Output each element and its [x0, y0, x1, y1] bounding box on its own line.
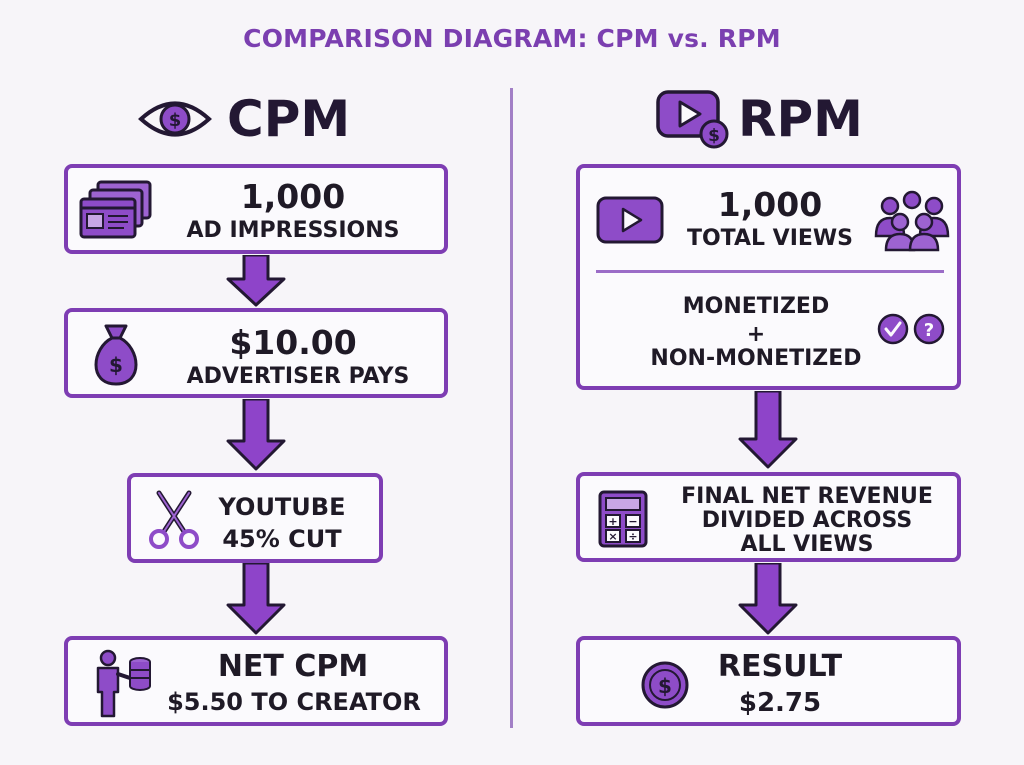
scissors-icon — [149, 490, 199, 549]
youtube-label: YOUTUBE — [218, 493, 346, 521]
result-box: $ RESULT $2.75 — [576, 636, 961, 726]
cpm-arrow-2 — [226, 399, 286, 471]
net-revenue-box: + − × ÷ FINAL NET REVENUE DIVIDED ACROSS… — [576, 472, 961, 562]
svg-text:$: $ — [658, 674, 672, 698]
net-cpm-label: NET CPM — [217, 649, 369, 684]
cut-label: 45% CUT — [222, 525, 342, 553]
play-button-icon — [596, 196, 664, 244]
rpm-heading-text: RPM — [738, 90, 863, 148]
views-count: 1,000 — [717, 185, 823, 224]
views-separator — [596, 270, 944, 273]
advertiser-amount: $10.00 — [229, 323, 357, 362]
svg-text:×: × — [608, 530, 617, 543]
net-cpm-box: NET CPM $5.50 TO CREATOR — [64, 636, 448, 726]
impressions-label: AD IMPRESSIONS — [186, 218, 400, 243]
svg-text:−: − — [628, 515, 637, 528]
cpm-heading: $ CPM — [137, 84, 350, 154]
cpm-arrow-3 — [226, 563, 286, 635]
advertiser-label: ADVERTISER PAYS — [186, 364, 410, 389]
rpm-views-box: 1,000 TOTAL VIEWS MONETIZED + NON-MONETI… — [576, 164, 961, 390]
rpm-arrow-2 — [738, 563, 798, 635]
youtube-cut-box: YOUTUBE 45% CUT — [127, 473, 383, 563]
cpm-advertiser-box: $ $10.00 ADVERTISER PAYS — [64, 308, 448, 398]
result-amount: $2.75 — [738, 688, 822, 718]
dollar-coin-icon: $ — [641, 661, 689, 709]
money-bag-icon: $ — [94, 324, 138, 386]
eye-dollar-icon: $ — [138, 101, 212, 137]
svg-text:+: + — [608, 515, 617, 528]
person-coins-icon — [96, 649, 151, 718]
views-label: TOTAL VIEWS — [686, 226, 854, 251]
impressions-count: 1,000 — [240, 177, 346, 216]
revenue-line-3: ALL VIEWS — [740, 532, 874, 557]
column-divider — [510, 88, 513, 728]
svg-text:$: $ — [708, 126, 720, 146]
svg-text:÷: ÷ — [628, 530, 637, 543]
rpm-arrow-1 — [738, 391, 798, 469]
monetized-label: MONETIZED — [682, 294, 830, 319]
audience-icon — [874, 190, 950, 252]
non-monetized-label: NON-MONETIZED — [650, 346, 862, 371]
diagram-title: COMPARISON DIAGRAM: CPM vs. RPM — [243, 24, 781, 53]
plus-sign: + — [746, 322, 766, 347]
net-cpm-amount: $5.50 TO CREATOR — [167, 688, 421, 716]
svg-text:?: ? — [924, 320, 934, 341]
rpm-heading: $ RPM — [656, 84, 863, 154]
revenue-line-2: DIVIDED ACROSS — [701, 508, 913, 533]
check-question-icon: ? — [877, 313, 945, 345]
cpm-arrow-1 — [226, 255, 286, 307]
revenue-line-1: FINAL NET REVENUE — [681, 484, 933, 509]
play-dollar-icon: $ — [656, 90, 729, 149]
cpm-heading-text: CPM — [227, 90, 351, 148]
svg-text:$: $ — [169, 110, 182, 131]
ad-screens-icon — [79, 180, 152, 239]
calculator-icon: + − × ÷ — [598, 490, 648, 548]
cpm-impressions-box: 1,000 AD IMPRESSIONS — [64, 164, 448, 254]
result-label: RESULT — [717, 649, 843, 684]
svg-text:$: $ — [109, 353, 123, 377]
